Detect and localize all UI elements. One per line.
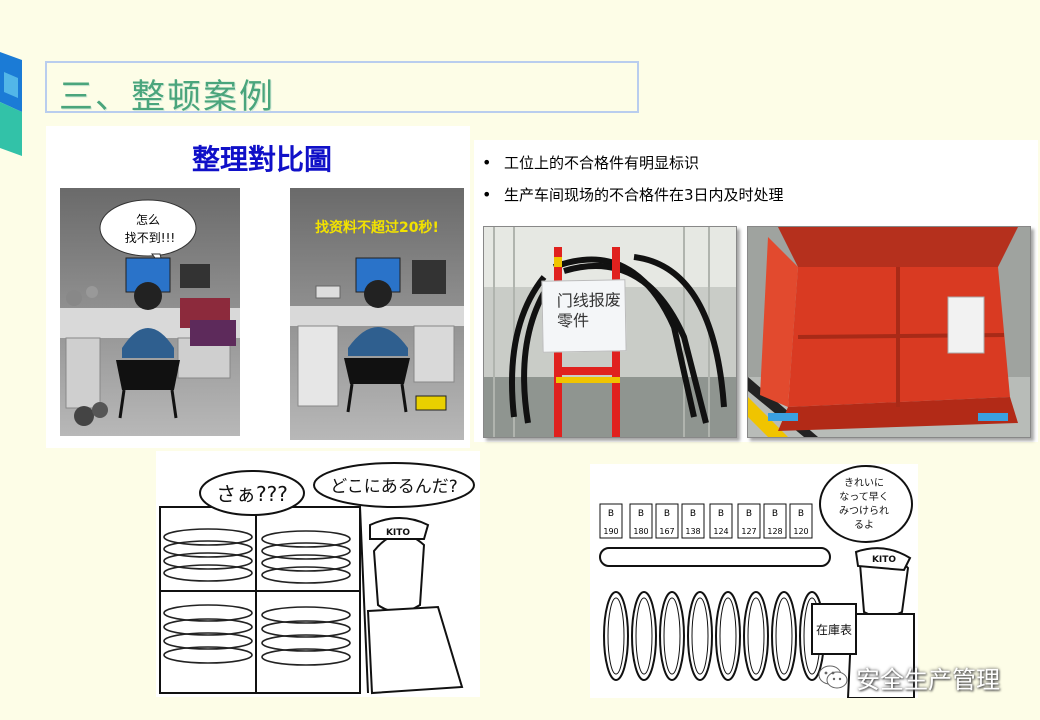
manga-right-bubble-2: なって早く <box>839 491 889 503</box>
scrap-sign-line-2: 零件 <box>556 310 590 331</box>
bullet-list: 工位上的不合格件有明显标识 生产车间现场的不合格件在3日内及时处理 <box>480 152 784 216</box>
tag-prefix: B <box>772 509 778 519</box>
manga-left-cap: KITO <box>386 528 410 538</box>
manga-right-bubble-4: るよ <box>854 519 874 531</box>
scrap-sign-line-1: 门线报废 <box>556 290 621 311</box>
manga-bubble-2: どこにあるんだ? <box>330 477 458 497</box>
tag-prefix: B <box>746 509 752 519</box>
tag-prefix: B <box>608 509 614 519</box>
bubble-line-2: 找不到!!! <box>125 231 175 245</box>
stock-tag-row: B 190 B 180 B 167 B 138 B 124 B 127 B 128 B 120 <box>599 503 813 539</box>
tag-prefix: B <box>798 509 804 519</box>
bubble-line-1: 怎么 <box>136 212 160 227</box>
tag-number: 124 <box>713 527 728 536</box>
corner-decoration <box>0 52 22 156</box>
manga-right-bubble-3: みつけられ <box>839 505 889 517</box>
banner-text: 找资料不超过20秒! <box>315 219 439 236</box>
tag-number: 180 <box>633 527 648 536</box>
page-title: 三、整顿案例 <box>59 77 275 117</box>
inventory-board: 在庫表 <box>816 623 852 637</box>
tag-prefix: B <box>664 509 670 519</box>
watermark-text: 安全生产管理 <box>856 665 1000 694</box>
red-bin-photo <box>747 226 1031 438</box>
tag-number: 128 <box>767 527 782 536</box>
watermark: 安全生产管理 <box>818 660 1000 694</box>
tag-prefix: B <box>638 509 644 519</box>
messy-shelf-manga: さぁ??? どこにあるんだ? KITO <box>159 462 475 695</box>
tag-number: 138 <box>685 527 700 536</box>
title-box: 三、整顿案例 <box>45 61 639 117</box>
tag-prefix: B <box>718 509 724 519</box>
scrap-sign: 门线报废 零件 <box>541 279 627 353</box>
tag-number: 127 <box>741 527 756 536</box>
tidy-desk-cartoon: 找资料不超过20秒! <box>290 188 464 440</box>
tag-number: 167 <box>659 527 674 536</box>
manga-bubble-1: さぁ??? <box>216 482 288 506</box>
wechat-icon <box>818 665 848 689</box>
tag-number: 120 <box>793 527 808 536</box>
tag-number: 190 <box>603 527 618 536</box>
manga-right-bubble-1: きれいに <box>844 477 884 489</box>
compare-title: 整理對比圖 <box>192 143 333 176</box>
bullet-item-1: 工位上的不合格件有明显标识 <box>480 152 784 184</box>
messy-desk-cartoon: 怎么 找不到!!! <box>60 188 240 436</box>
manga-right-cap: KITO <box>872 555 896 565</box>
tag-prefix: B <box>690 509 696 519</box>
bullet-item-2: 生产车间现场的不合格件在3日内及时处理 <box>480 184 784 216</box>
